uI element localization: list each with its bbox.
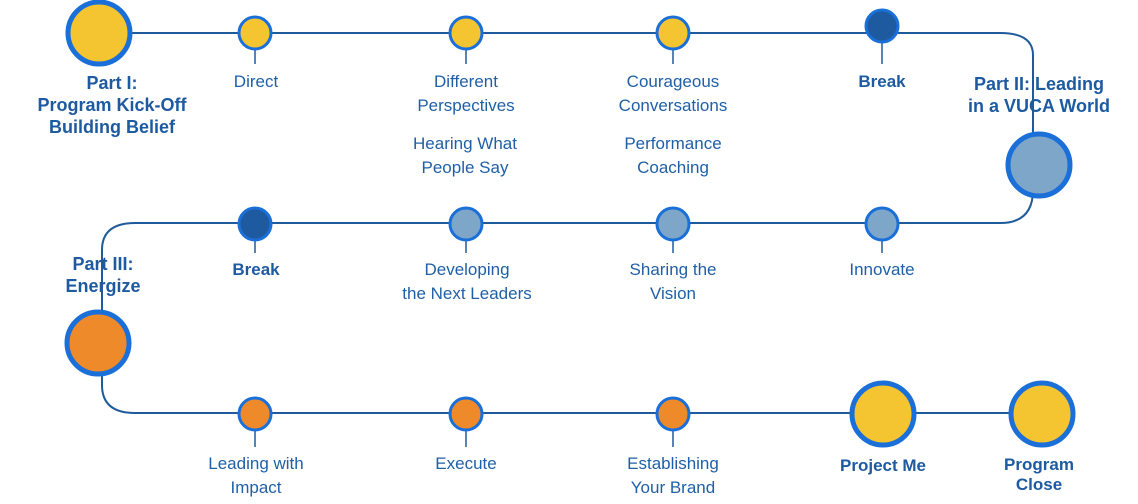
execute-node: [448, 396, 484, 432]
conversations-line1: Courageous: [626, 72, 720, 91]
direct-label: Direct: [234, 70, 278, 94]
direct-line1: Direct: [233, 72, 279, 91]
break1-label: Break: [858, 70, 905, 94]
part3-line2: Energize: [65, 276, 141, 296]
break2-node: [237, 206, 273, 242]
part2-line2: in a VUCA World: [967, 96, 1111, 116]
part2-label: Part II: Leading in a VUCA World: [968, 73, 1110, 117]
row2-ticks: [254, 241, 883, 253]
sharing-node: [655, 206, 691, 242]
conversations-line2: Conversations: [618, 96, 728, 115]
hearing-line1: Hearing What: [413, 134, 517, 153]
break1-node: [864, 8, 900, 44]
part1-line2: Program Kick-Off: [37, 95, 187, 115]
developing-label: Developing the Next Leaders: [402, 258, 531, 306]
conversations-node: [655, 15, 691, 51]
perspectives-line2: Perspectives: [417, 96, 515, 115]
timeline-track: [100, 32, 1042, 414]
sharing-line1: Sharing the: [629, 260, 717, 279]
row1-ticks: [254, 42, 883, 64]
project-me-node: [849, 380, 917, 448]
brand-line2: Your Brand: [630, 478, 716, 497]
part1-line1: Part I:: [86, 73, 138, 93]
part2-node: [1005, 131, 1073, 199]
execute-line1: Execute: [435, 454, 497, 473]
coaching-line2: Coaching: [637, 158, 709, 177]
perspectives-label: Different Perspectives: [417, 70, 514, 118]
direct-node: [237, 15, 273, 51]
break2-label: Break: [232, 258, 279, 282]
program-close-label: Program Close: [1004, 455, 1074, 495]
program-close-line1: Program: [1004, 455, 1074, 474]
innovate-node: [864, 206, 900, 242]
coaching-label: Performance Coaching: [624, 132, 721, 180]
developing-line2: the Next Leaders: [402, 284, 532, 303]
sharing-label: Sharing the Vision: [630, 258, 717, 306]
brand-node: [655, 396, 691, 432]
part3-label: Part III: Energize: [65, 253, 140, 297]
innovate-label: Innovate: [849, 258, 914, 282]
execute-label: Execute: [435, 452, 496, 476]
developing-node: [448, 206, 484, 242]
program-close-line2: Close: [1015, 475, 1063, 494]
leading-line2: Impact: [230, 478, 282, 497]
break1-line1: Break: [858, 72, 906, 91]
innovate-line1: Innovate: [849, 260, 915, 279]
leading-label: Leading with Impact: [208, 452, 303, 500]
perspectives-line1: Different: [434, 72, 498, 91]
coaching-line1: Performance: [624, 134, 722, 153]
hearing-line2: People Say: [421, 158, 509, 177]
program-close-node: [1008, 380, 1076, 448]
part3-node: [64, 309, 132, 377]
part1-node: [65, 0, 133, 67]
leading-line1: Leading with: [208, 454, 304, 473]
brand-line1: Establishing: [627, 454, 719, 473]
hearing-label: Hearing What People Say: [413, 132, 517, 180]
leading-node: [237, 396, 273, 432]
brand-label: Establishing Your Brand: [627, 452, 719, 500]
part1-label: Part I: Program Kick-Off Building Belief: [37, 72, 186, 138]
project-me-label: Project Me: [840, 454, 926, 478]
part3-line1: Part III:: [72, 254, 134, 274]
break2-line1: Break: [232, 260, 280, 279]
developing-line1: Developing: [424, 260, 510, 279]
sharing-line2: Vision: [649, 284, 696, 303]
perspectives-node: [448, 15, 484, 51]
row3-ticks: [254, 431, 674, 447]
part2-line1: Part II: Leading: [973, 74, 1105, 94]
part1-line3: Building Belief: [49, 117, 175, 137]
conversations-label: Courageous Conversations: [619, 70, 728, 118]
project-me-line1: Project Me: [840, 456, 926, 475]
